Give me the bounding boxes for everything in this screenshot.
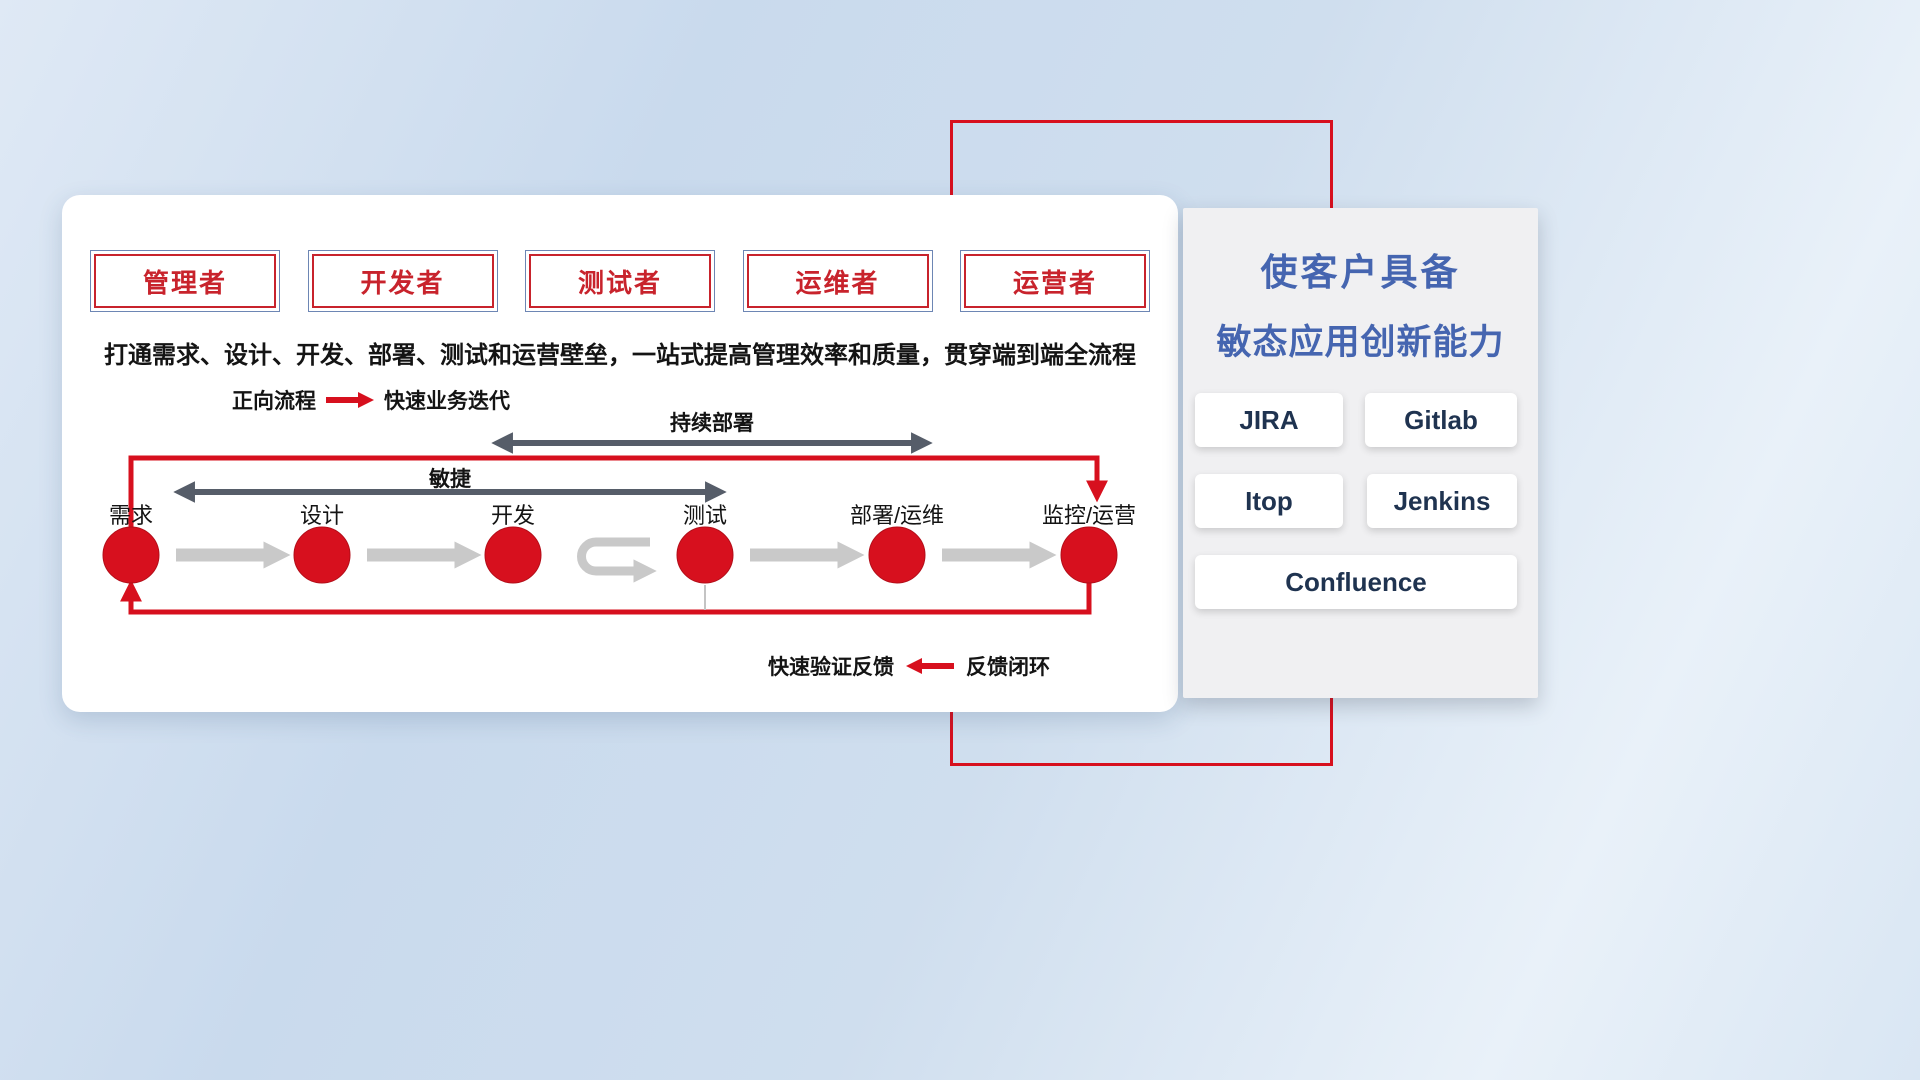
- role-box-tester: 测试者: [525, 250, 715, 312]
- feedback-arrow-icon: [906, 658, 954, 674]
- role-box-developer: 开发者: [307, 250, 498, 312]
- subtitle: 打通需求、设计、开发、部署、测试和运营壁垒，一站式提高管理效率和质量，贯穿端到端…: [104, 342, 1136, 369]
- role-label: 运营者: [964, 254, 1146, 308]
- tool-badge-itop: Itop: [1195, 474, 1343, 528]
- tool-badge-gitlab: Gitlab: [1365, 393, 1517, 447]
- stage-label: 测试: [682, 503, 727, 528]
- stage-circle: [484, 526, 542, 584]
- forward-arrow-icon: [326, 392, 374, 408]
- roles-row: 管理者 开发者 测试者 运维者 运营者: [90, 250, 1150, 312]
- stage-label: 需求: [108, 503, 153, 528]
- legend-forward: 正向流程 快速业务迭代: [232, 387, 510, 413]
- role-box-operator: 运营者: [960, 250, 1150, 312]
- panel-title-line2: 敏态应用创新能力: [1216, 323, 1505, 362]
- stage-circle: [868, 526, 926, 584]
- tool-badge-jenkins: Jenkins: [1367, 474, 1517, 528]
- stage-circle: [676, 526, 734, 584]
- devops-flow-card: 管理者 开发者 测试者 运维者 运营者 打通需求、设计、开发、部署、测试和运营壁…: [62, 195, 1178, 712]
- role-label: 开发者: [311, 254, 494, 308]
- legend-feedback: 快速验证反馈 反馈闭环: [768, 653, 1050, 679]
- role-label: 运维者: [746, 254, 929, 308]
- role-label: 测试者: [529, 254, 711, 308]
- role-box-ops: 运维者: [742, 250, 933, 312]
- stage-circle: [102, 526, 160, 584]
- feedback-loop-line: [119, 579, 1092, 615]
- capability-panel: 使客户具备 敏态应用创新能力 JIRA Gitlab Itop Jenkins …: [1183, 208, 1538, 698]
- flow-diagram: [102, 432, 1118, 615]
- stage-circle: [1060, 526, 1118, 584]
- legend-feedback-label: 快速验证反馈: [768, 656, 894, 679]
- stage-label: 部署/运维: [849, 503, 945, 528]
- legend-feedback-desc: 反馈闭环: [966, 656, 1050, 679]
- tool-badge-jira: JIRA: [1195, 393, 1343, 447]
- role-box-manager: 管理者: [90, 250, 280, 312]
- panel-title-line1: 使客户具备: [1260, 252, 1461, 293]
- role-label: 管理者: [94, 254, 276, 308]
- legend-forward-label: 正向流程: [232, 390, 316, 413]
- legend-forward-desc: 快速业务迭代: [384, 390, 510, 413]
- tool-badge-confluence: Confluence: [1195, 555, 1517, 609]
- stage-label: 开发: [490, 503, 535, 528]
- stage-label: 设计: [299, 503, 344, 528]
- stage-label: 监控/运营: [1041, 503, 1137, 528]
- stage-circle: [293, 526, 351, 584]
- iteration-loop-icon: [577, 537, 657, 583]
- forward-loop-line: [128, 455, 1109, 527]
- continuous-deploy-label: 持续部署: [670, 412, 754, 435]
